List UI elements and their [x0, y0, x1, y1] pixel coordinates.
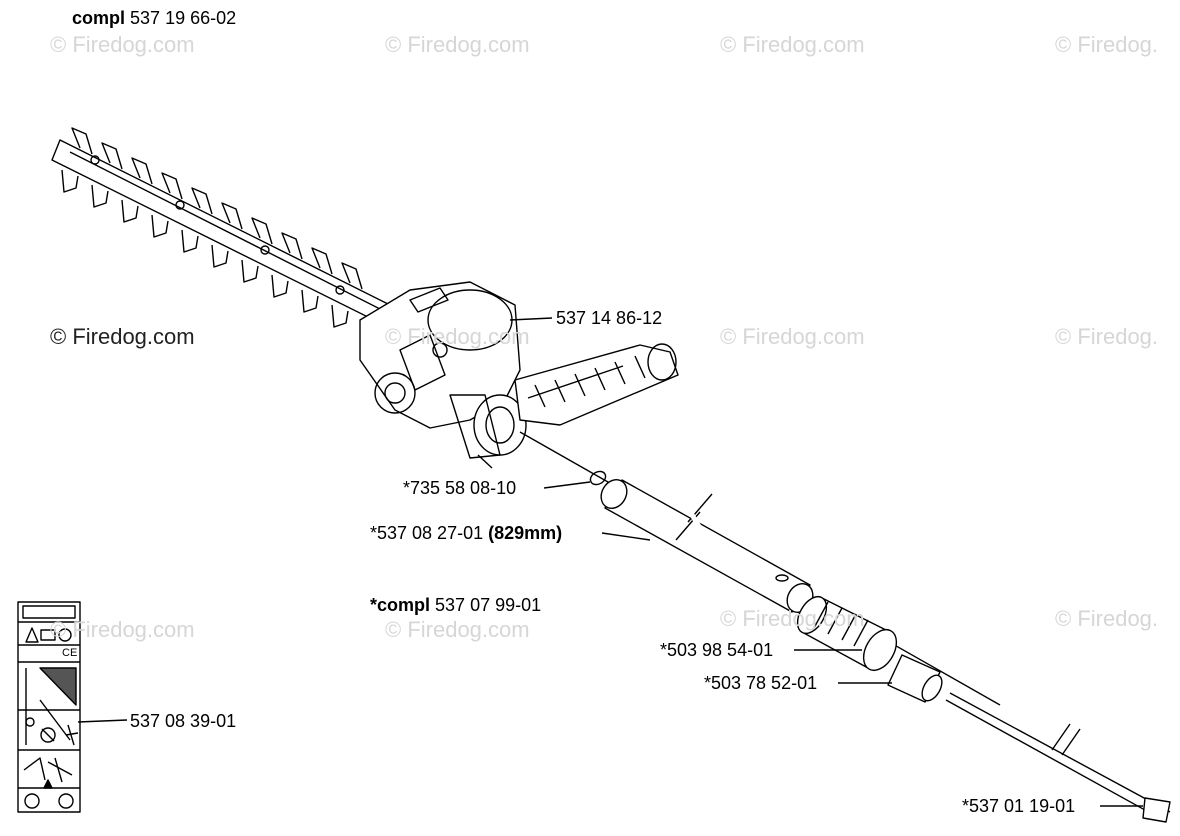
watermark-main: © Firedog.com	[50, 324, 195, 349]
part-label-washer: *735 58 08-10	[403, 478, 517, 498]
watermark: © Firedog.com	[720, 606, 865, 631]
assembly-number: 537 19 66-02	[130, 8, 237, 28]
decal-ce-mark: CE	[62, 647, 78, 659]
assembly-label: compl 537 19 66-02	[72, 8, 236, 28]
leader-gearhead	[509, 317, 553, 321]
nut	[887, 654, 943, 703]
part-label-decal: 537 08 39-01	[130, 711, 237, 731]
drive-shaft	[945, 692, 1171, 823]
main-tube	[600, 478, 814, 614]
watermark: © Firedog.	[1055, 32, 1159, 57]
gear-top-cap	[409, 287, 449, 313]
watermark: © Firedog.com	[50, 617, 195, 642]
leader-washer	[543, 481, 591, 489]
watermark: © Firedog.com	[720, 324, 865, 349]
tube-clamp-inner	[485, 406, 515, 444]
part-label-gearhead: 537 14 86-12	[556, 308, 663, 328]
assembly-compl-prefix: compl	[72, 8, 126, 28]
watermark: © Firedog.com	[50, 32, 195, 57]
blade-bar-outline	[51, 139, 391, 326]
tube-compl-number: 537 07 99-01	[435, 595, 542, 615]
part-label-bearing: *503 98 54-01	[660, 640, 774, 660]
gear-collar	[399, 334, 446, 391]
warning-triangle-icon	[25, 627, 39, 643]
blade-teeth-upper	[71, 127, 363, 290]
blade-teeth-lower	[61, 169, 349, 328]
part-label-tube: *537 08 27-01 (829mm)	[370, 523, 562, 543]
tube-compl-prefix: *compl	[370, 595, 431, 615]
washer	[589, 470, 607, 486]
watermark: © Firedog.	[1055, 606, 1159, 631]
watermark: © Firedog.com	[385, 32, 530, 57]
tube-part-number: *537 08 27-01	[370, 523, 484, 543]
part-label-shaft: *537 01 19-01	[962, 796, 1076, 816]
bearing-housing	[796, 595, 898, 671]
part-label-tube-assembly: *compl 537 07 99-01	[370, 595, 541, 615]
blade-bar-inner	[69, 151, 387, 313]
handle-ribs	[527, 355, 646, 408]
part-label-nut: *503 78 52-01	[704, 673, 818, 693]
cutter-blade	[51, 127, 391, 328]
handle-grip	[514, 343, 679, 426]
output-boss-inner	[384, 382, 406, 404]
watermark: © Firedog.	[1055, 324, 1159, 349]
handle-outline	[514, 344, 679, 426]
watermark: © Firedog.com	[385, 324, 530, 349]
safety-decal	[17, 601, 81, 813]
tube-length: (829mm)	[488, 523, 563, 543]
watermark: © Firedog.com	[720, 32, 865, 57]
gear-head	[359, 281, 527, 469]
output-boss-outer	[374, 372, 416, 414]
leader-tube	[601, 532, 651, 541]
leader-decal	[77, 719, 128, 723]
watermark: © Firedog.com	[385, 617, 530, 642]
